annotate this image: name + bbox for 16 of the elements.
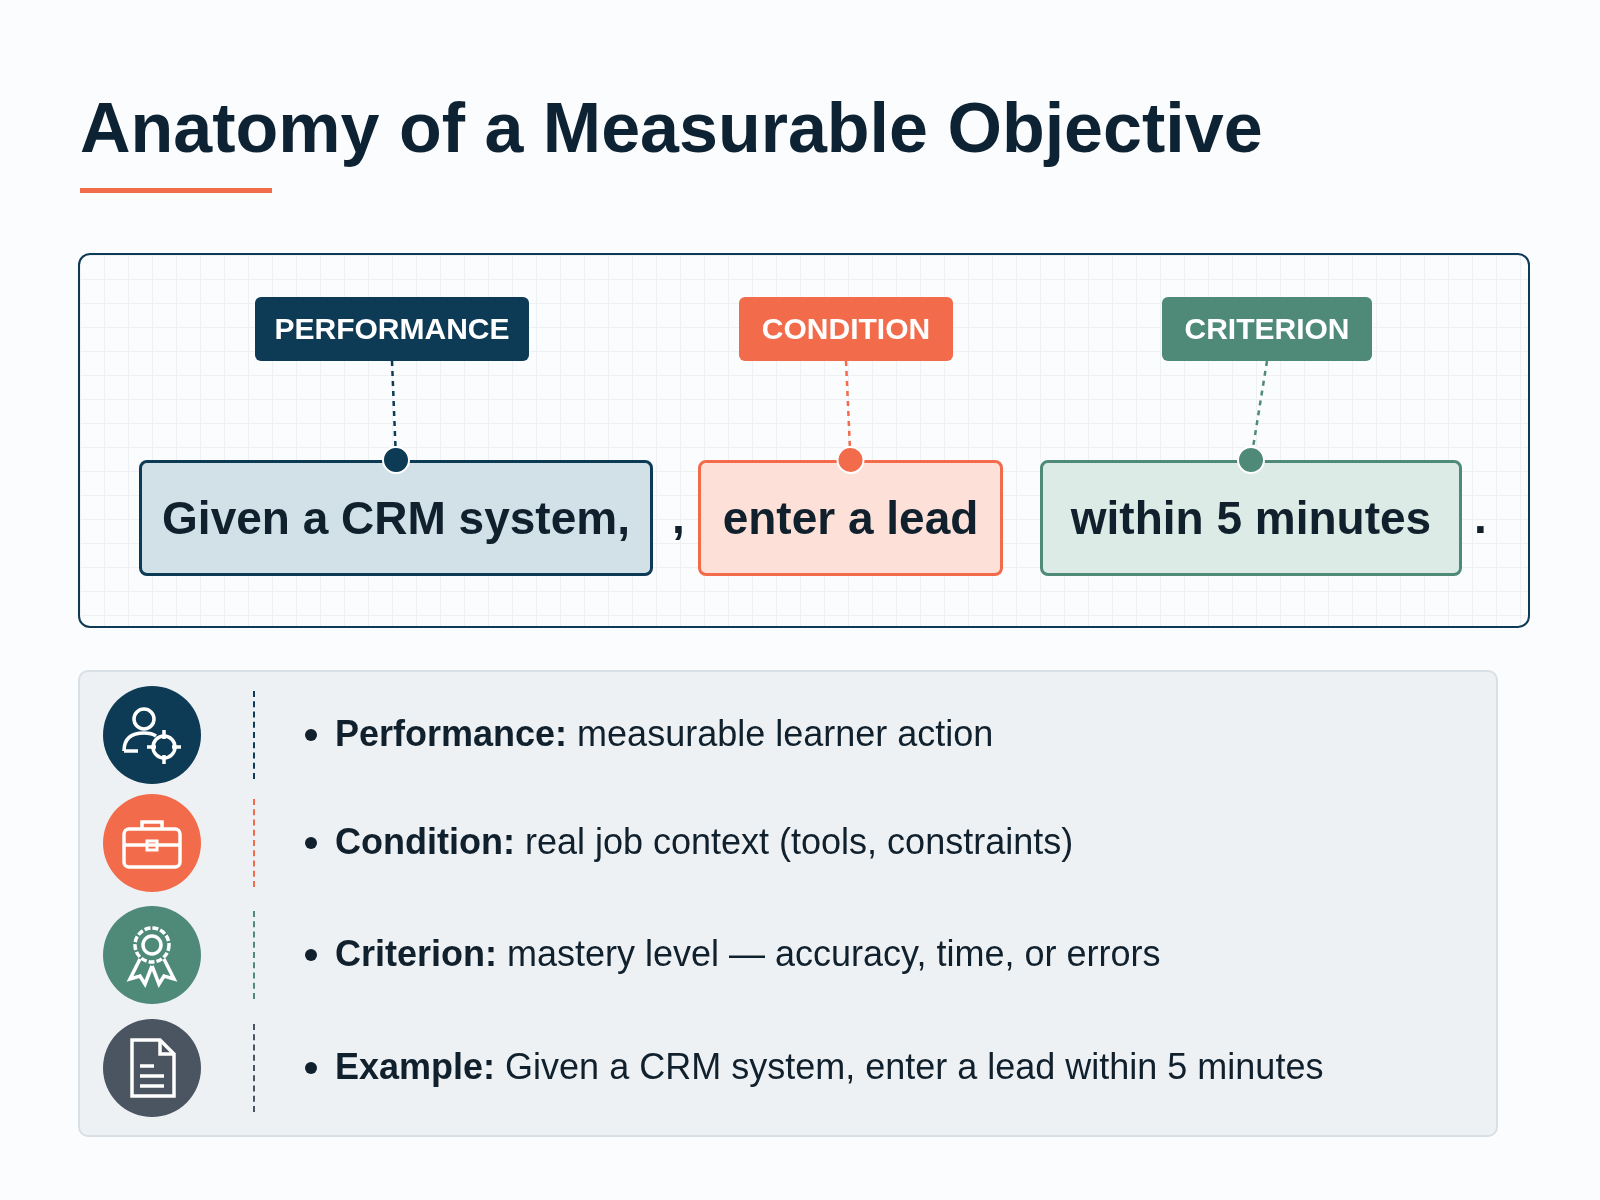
bullet-text: Criterion: mastery level — accuracy, time, or errors [335, 933, 1161, 975]
category-tag: CONDITION [739, 297, 953, 361]
leader-line [382, 360, 410, 474]
category-tag: PERFORMANCE [255, 297, 529, 361]
phrase-box: Given a CRM system, [139, 460, 653, 576]
title: Anatomy of a Measurable Objective [80, 88, 1263, 168]
bullet-text: Example: Given a CRM system, enter a lead within 5 minutes [335, 1046, 1324, 1088]
leader-line [836, 360, 865, 474]
leader-line [1237, 360, 1269, 474]
punctuation-mark: , [672, 490, 685, 544]
phrase-box: enter a lead [698, 460, 1003, 576]
bullet-text: Condition: real job context (tools, constraints) [335, 821, 1074, 863]
phrase-box: within 5 minutes [1040, 460, 1462, 576]
bullet-text: Performance: measurable learner action [335, 713, 994, 755]
category-tag: CRITERION [1162, 297, 1372, 361]
punctuation-mark: . [1474, 490, 1487, 544]
